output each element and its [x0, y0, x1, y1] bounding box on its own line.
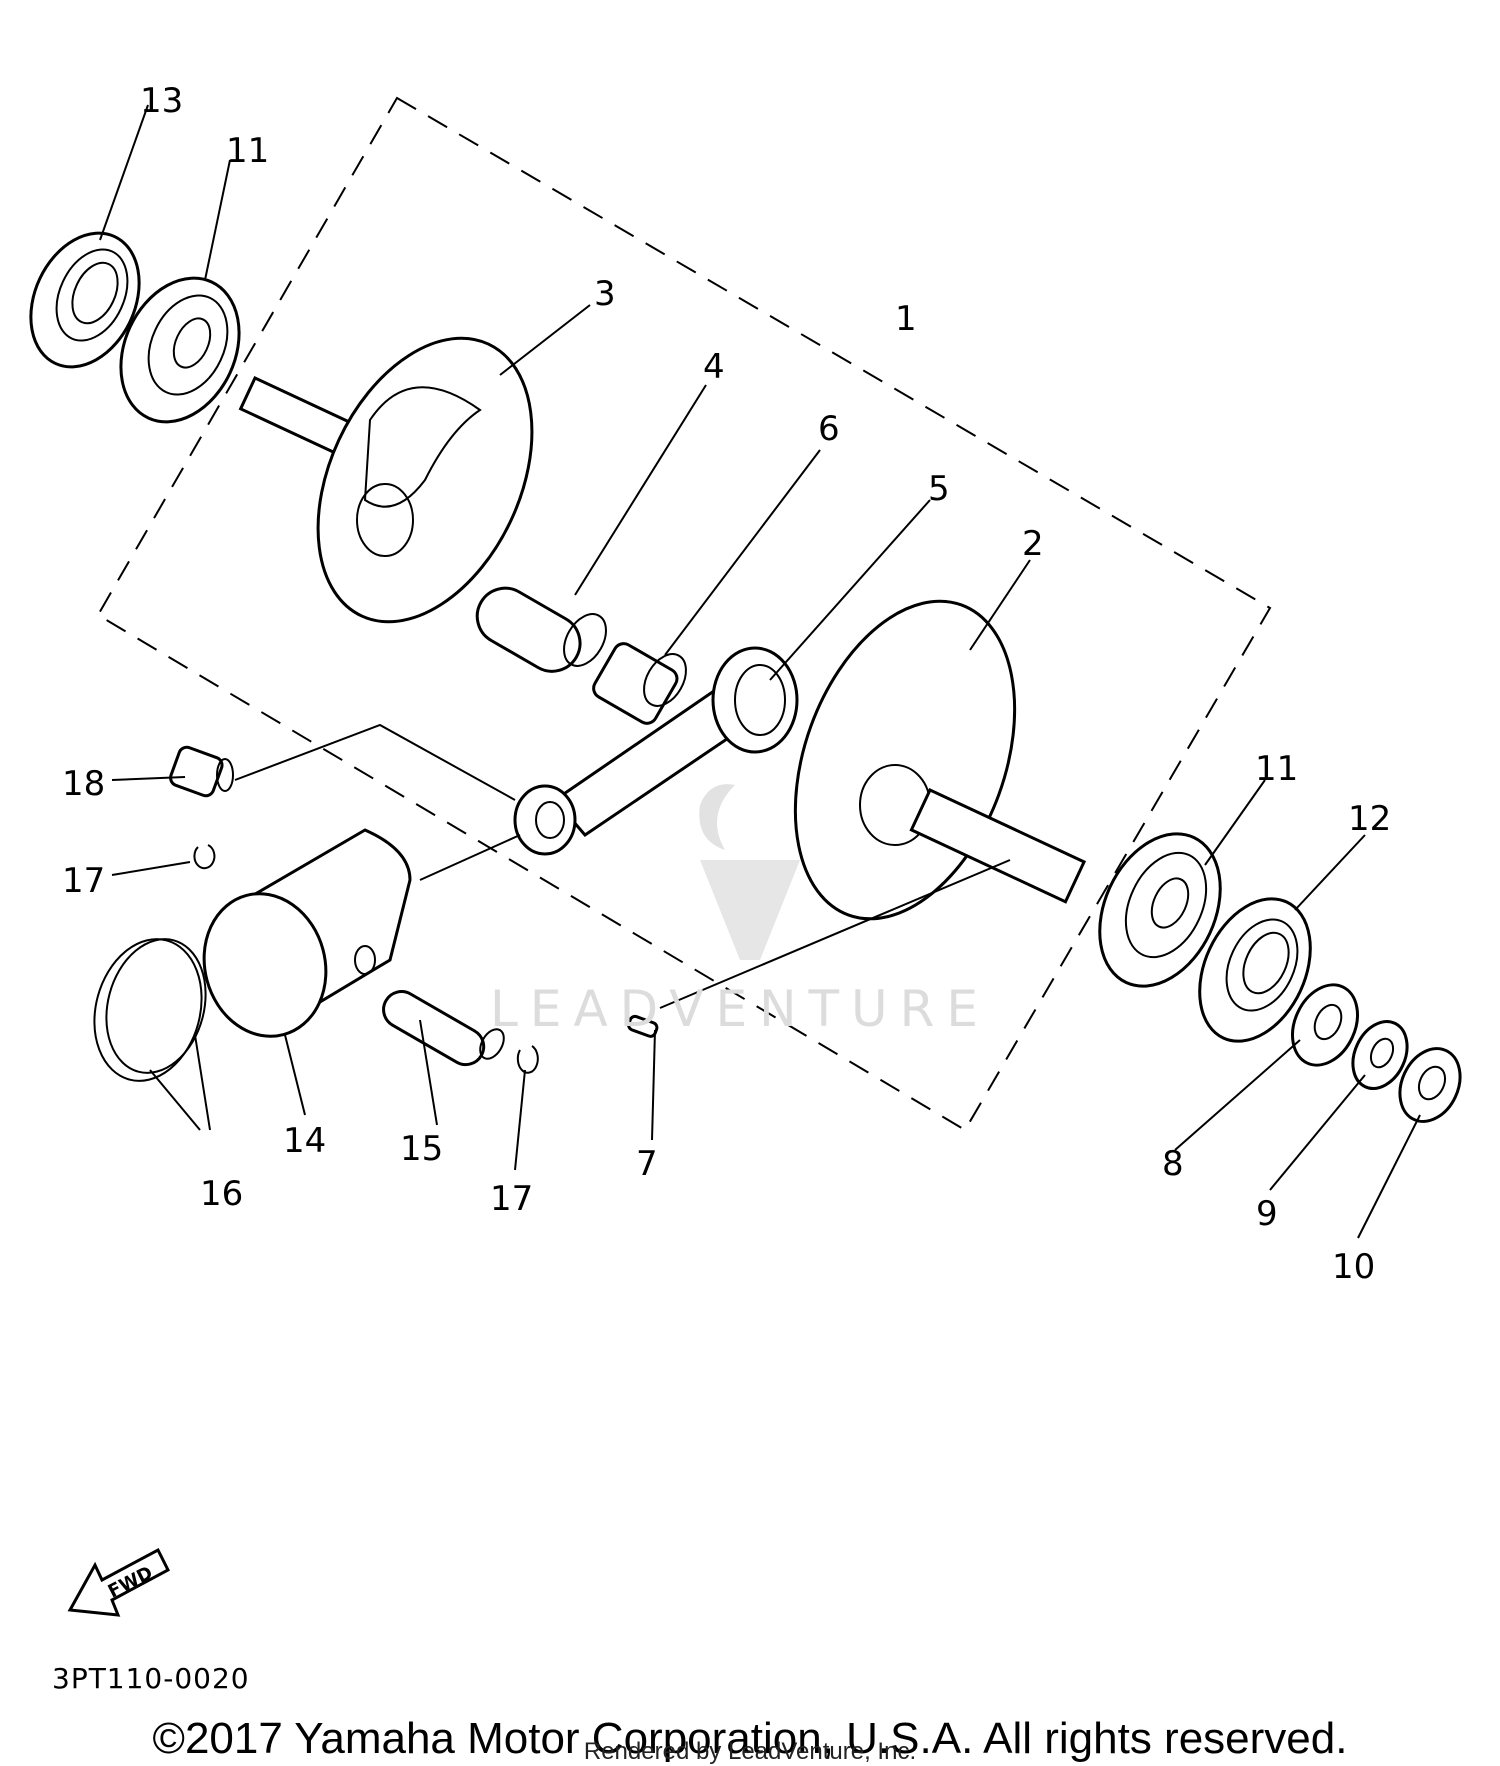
- part-12-oil-seal[interactable]: [1178, 881, 1332, 1059]
- leadventure-watermark-logo: [699, 784, 800, 960]
- callout-12[interactable]: 12: [1348, 799, 1391, 839]
- callout-17-bottom[interactable]: 17: [490, 1179, 533, 1219]
- callout-17-top[interactable]: 17: [62, 861, 105, 901]
- part-15-piston-pin[interactable]: [377, 985, 509, 1071]
- part-11-bearing-left[interactable]: [98, 259, 261, 441]
- callout-13[interactable]: 13: [140, 81, 183, 121]
- part-14-piston[interactable]: [188, 828, 412, 1050]
- callout-11-left[interactable]: 11: [226, 131, 269, 171]
- fwd-arrow-icon: FWD: [67, 1547, 170, 1617]
- callout-3[interactable]: 3: [594, 274, 616, 314]
- copyright-notice: ©2017 Yamaha Motor Corporation, U.S.A. A…: [152, 1714, 1348, 1763]
- callout-1[interactable]: 1: [895, 299, 917, 339]
- callout-10[interactable]: 10: [1332, 1247, 1375, 1287]
- watermark-text: LEADVENTURE: [490, 980, 990, 1038]
- part-2-crank-wheel[interactable]: [755, 571, 1087, 950]
- leader-lines: [99, 104, 1421, 1239]
- callout-4[interactable]: 4: [703, 347, 725, 387]
- callout-16[interactable]: 16: [200, 1174, 243, 1214]
- callout-18[interactable]: 18: [62, 764, 105, 804]
- callout-2[interactable]: 2: [1022, 524, 1044, 564]
- part-17-clip-bottom[interactable]: [516, 1045, 539, 1074]
- part-17-clip-top[interactable]: [193, 844, 216, 870]
- part-13-oil-seal[interactable]: [10, 215, 160, 384]
- part-16-piston-rings[interactable]: [79, 927, 220, 1093]
- diagram-code: 3PT110-0020: [52, 1662, 250, 1695]
- callout-14[interactable]: 14: [283, 1121, 326, 1161]
- part-8-washer[interactable]: [1280, 974, 1370, 1075]
- part-4-crank-pin[interactable]: [467, 578, 615, 681]
- part-18-small-end-bearing[interactable]: [168, 745, 234, 798]
- part-11-bearing-right[interactable]: [1076, 814, 1243, 1005]
- callout-9[interactable]: 9: [1256, 1194, 1278, 1234]
- part-6-needle-bearing[interactable]: [590, 640, 695, 727]
- callout-5[interactable]: 5: [928, 469, 950, 509]
- callout-11-right[interactable]: 11: [1255, 749, 1298, 789]
- rendered-by-note: Rendered by LeadVenture, Inc.: [583, 1738, 917, 1765]
- part-9-lock-washer[interactable]: [1343, 1013, 1418, 1098]
- part-5-connecting-rod[interactable]: [513, 646, 799, 856]
- callout-7[interactable]: 7: [636, 1144, 658, 1184]
- callout-labels: 13 11 3 1 4 6 5 2 11 12 18 17 14 15 7 8 …: [62, 81, 1391, 1287]
- callout-15[interactable]: 15: [400, 1129, 443, 1169]
- part-10-nut[interactable]: [1389, 1039, 1472, 1132]
- crankshaft-assembly-boundary: [96, 96, 1272, 1132]
- callout-6[interactable]: 6: [818, 409, 840, 449]
- callout-8[interactable]: 8: [1162, 1144, 1184, 1184]
- part-3-crank-wheel[interactable]: [238, 304, 575, 656]
